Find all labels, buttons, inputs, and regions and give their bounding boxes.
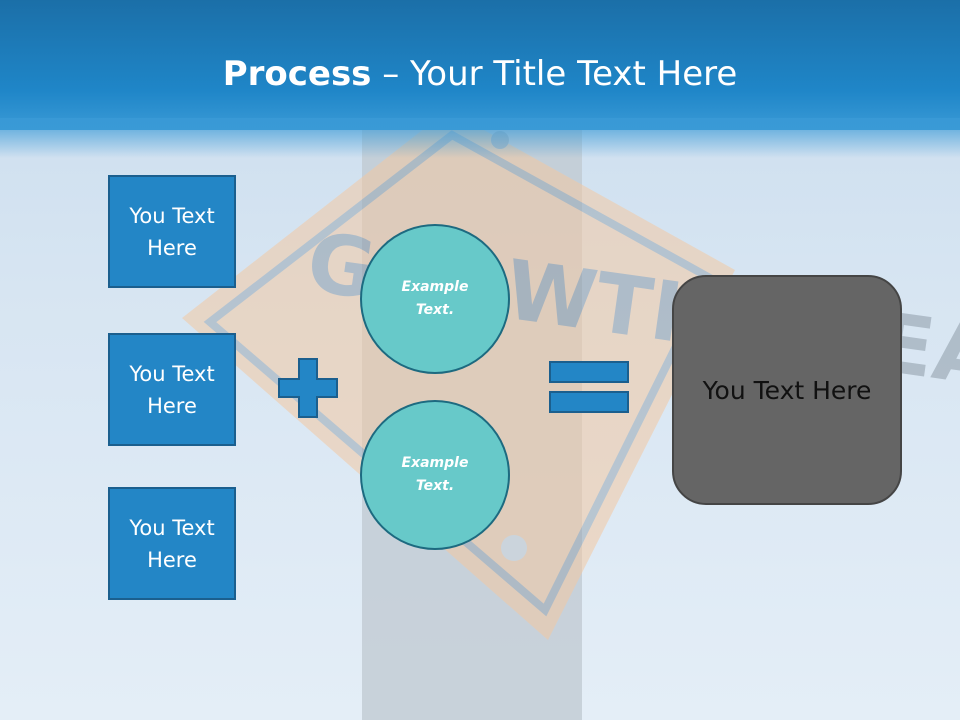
circle-1[interactable]: Example Text. [360, 224, 510, 374]
title-bold: Process [222, 54, 372, 94]
header-band [0, 0, 960, 130]
side-box-1[interactable]: You Text Here [108, 175, 236, 288]
header-fade [0, 118, 960, 158]
plus-icon [278, 358, 338, 418]
slide-title: Process – Your Title Text Here [0, 52, 960, 96]
side-box-3[interactable]: You Text Here [108, 487, 236, 600]
circle-2[interactable]: Example Text. [360, 400, 510, 550]
result-box[interactable]: You Text Here [672, 275, 902, 505]
equals-icon [549, 361, 629, 413]
title-rest: – Your Title Text Here [371, 54, 738, 94]
side-box-2[interactable]: You Text Here [108, 333, 236, 446]
